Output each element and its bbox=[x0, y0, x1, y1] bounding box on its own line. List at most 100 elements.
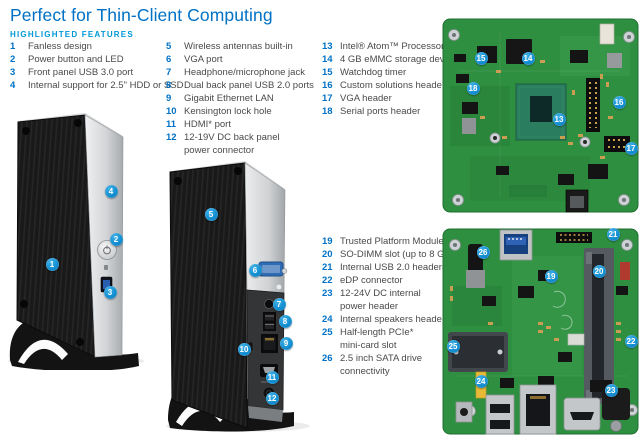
minicard-screw-post bbox=[453, 349, 459, 355]
corner-bumper bbox=[74, 119, 82, 127]
feature-number: 24 bbox=[322, 314, 333, 325]
capacitors bbox=[480, 60, 613, 159]
white-connector bbox=[599, 23, 615, 45]
kensington-lock-hole bbox=[247, 341, 254, 352]
white-label bbox=[567, 333, 585, 346]
feature-number: 2 bbox=[10, 54, 16, 65]
feature-item-16: 16 Custom solutions header bbox=[322, 79, 474, 92]
minicard-screw-post bbox=[497, 349, 503, 355]
sodimm-clip bbox=[586, 390, 592, 402]
feature-item-18: 18 Serial ports header bbox=[322, 105, 474, 118]
ic-chip bbox=[616, 286, 628, 295]
sodimm-clip bbox=[586, 252, 592, 264]
feature-text: Headphone/microphone jack bbox=[184, 67, 305, 78]
hdmi-port-slot bbox=[263, 367, 275, 373]
stand-arch-opening bbox=[18, 339, 68, 364]
device-side-panel bbox=[16, 114, 96, 358]
edge-connector-area bbox=[509, 185, 547, 197]
dc-jack-block bbox=[602, 388, 630, 420]
red-component bbox=[620, 262, 630, 280]
mounting-hole-center bbox=[630, 408, 634, 412]
ic-chip bbox=[558, 174, 574, 185]
usb2-port-slot bbox=[265, 323, 274, 329]
feature-text: VGA header bbox=[340, 93, 392, 104]
feature-number: 15 bbox=[322, 67, 333, 78]
feature-text: Dual back panel USB 2.0 ports bbox=[184, 80, 314, 91]
feature-text: Fanless design bbox=[28, 41, 92, 52]
minicard-slot-inner bbox=[452, 336, 504, 368]
feature-number: 22 bbox=[322, 275, 333, 286]
feature-text: Gigabit Ethernet LAN bbox=[184, 93, 274, 104]
feature-item-4: 4 Internal support for 2.5" HDD or SSD bbox=[10, 79, 183, 92]
ic-chip bbox=[558, 352, 572, 362]
feature-number: 3 bbox=[10, 67, 16, 78]
ic-chip bbox=[570, 50, 588, 63]
mounting-hole-center bbox=[452, 33, 456, 37]
feature-number: 20 bbox=[322, 249, 333, 260]
power-button bbox=[97, 240, 117, 260]
device-side-panel bbox=[169, 162, 248, 429]
silkscreen-arc bbox=[560, 314, 573, 330]
feature-number: 21 bbox=[322, 262, 333, 273]
usb-port-slot bbox=[490, 404, 510, 413]
tpm-chip bbox=[538, 270, 552, 281]
feature-number: 8 bbox=[166, 80, 172, 91]
highlighted-features-label: HIGHLIGHTED FEATURES bbox=[10, 30, 134, 39]
feature-text: Intel® Atom™ Processor E3815 bbox=[340, 41, 475, 52]
feature-item-8: 8 Dual back panel USB 2.0 ports bbox=[166, 79, 314, 92]
feature-number: 18 bbox=[322, 106, 333, 117]
usb-port-slot bbox=[570, 196, 584, 208]
dc-power-jack-pin bbox=[266, 390, 272, 396]
feature-text: Internal speakers header bbox=[340, 314, 446, 325]
feature-number: 7 bbox=[166, 67, 172, 78]
usb-port-slot bbox=[490, 420, 510, 429]
feature-number: 16 bbox=[322, 80, 333, 91]
feature-text: Internal support for 2.5" HDD or SSD bbox=[28, 80, 184, 91]
vga-screw bbox=[253, 266, 259, 272]
ic-chip bbox=[518, 286, 534, 298]
feature-number: 11 bbox=[166, 119, 177, 130]
corner-bumper bbox=[20, 300, 28, 308]
vga-screw bbox=[281, 268, 288, 274]
ic-chip bbox=[496, 166, 509, 175]
feature-number: 4 bbox=[10, 80, 16, 91]
mounting-hole-center bbox=[627, 35, 631, 39]
ethernet-pins bbox=[530, 396, 546, 399]
device-back-photo bbox=[160, 160, 318, 435]
ic-chip bbox=[456, 74, 469, 83]
mounting-hole-center bbox=[622, 198, 626, 202]
mounting-hole-center bbox=[453, 243, 457, 247]
hdd-led-icon bbox=[104, 265, 108, 270]
ic-chip bbox=[482, 296, 496, 306]
audio-jack-hole bbox=[460, 408, 468, 416]
feature-text: Serial ports header bbox=[340, 106, 421, 117]
speakers-header bbox=[475, 371, 487, 399]
mounting-hole-center bbox=[456, 198, 460, 202]
emmc-chip bbox=[506, 39, 532, 64]
vga-port-pins bbox=[262, 265, 280, 273]
feature-text: Wireless antennas built-in bbox=[184, 41, 293, 52]
feature-text: Half-length PCIe*mini-card slot bbox=[340, 327, 414, 351]
feature-text: Custom solutions header bbox=[340, 80, 446, 91]
board-top-photo bbox=[440, 16, 640, 219]
feature-number: 5 bbox=[166, 41, 172, 52]
cpu-substrate-line bbox=[518, 86, 564, 138]
feature-number: 26 bbox=[322, 353, 333, 364]
